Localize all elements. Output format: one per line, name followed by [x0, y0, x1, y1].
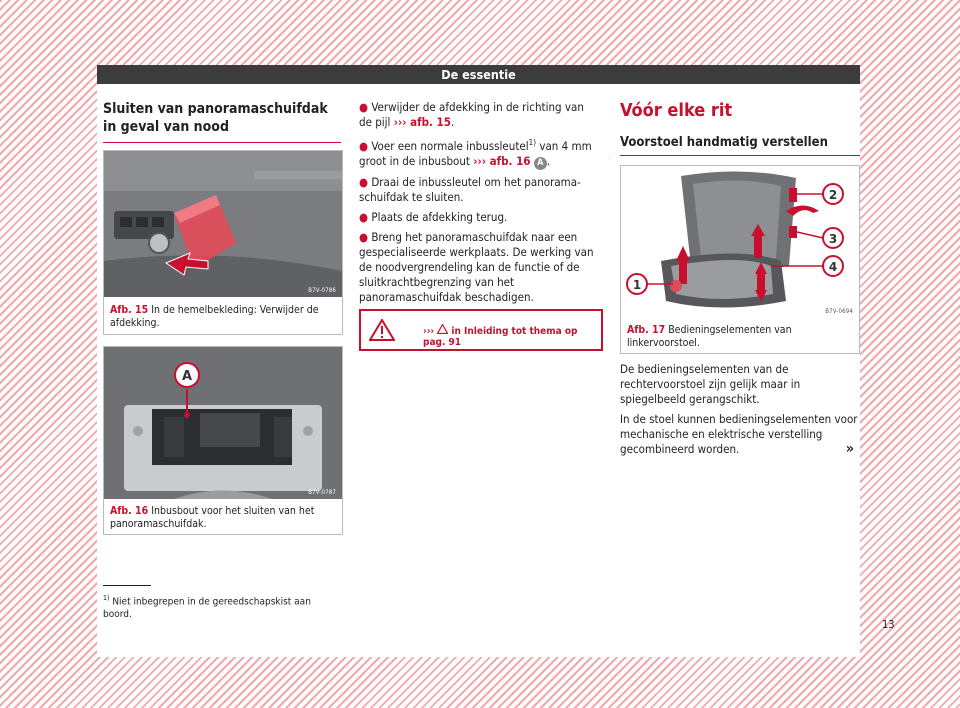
instruction-list: ● Verwijder de afdekking in de richting …	[359, 100, 599, 310]
list-item: ● Breng het panoramaschuifdak naar een g…	[359, 229, 594, 304]
bullet-icon: ●	[359, 100, 369, 114]
figure-caption-text: Bedieningselementen van linkervoorstoel.	[627, 324, 792, 349]
hex-bolt-illustration: A	[104, 347, 342, 499]
figure-15: B7V-0786 Afb. 15 In de hemelbekleding: V…	[103, 150, 343, 335]
figure-link[interactable]: ››› afb. 15	[393, 115, 451, 129]
figure-16: A B7V-0787 Afb. 16 Inbusbout voor het sl…	[103, 346, 343, 535]
figure-link[interactable]: ››› afb. 16	[473, 153, 531, 168]
subtitle-rule	[620, 155, 860, 156]
figure-17-caption: Afb. 17 Bedieningselementen van linkervo…	[627, 324, 853, 350]
svg-text:1: 1	[633, 278, 641, 292]
marker-2	[822, 183, 844, 205]
section-subtitle: Voorstoel handmatig verstellen	[620, 135, 828, 150]
marker-A-icon: A	[533, 156, 547, 170]
continue-icon: »	[845, 441, 854, 457]
paragraph: In de stoel kunnen bedieningselementen v…	[620, 412, 858, 456]
footnote-rule	[103, 585, 151, 586]
headliner-illustration	[104, 151, 342, 297]
image-code: B7V-0694	[825, 308, 853, 315]
warning-link[interactable]: ››› in Inleiding tot thema op pag. 91	[423, 323, 578, 348]
figure-17-image: 1 2 3 4 B7V-0694	[621, 166, 859, 318]
list-item: ● Verwijder de afdekking in de richting …	[359, 100, 584, 129]
page-header: De essentie	[97, 65, 860, 84]
figure-label: Afb. 16	[110, 505, 149, 517]
image-code: B7V-0786	[308, 287, 336, 294]
figure-16-caption: Afb. 16 Inbusbout voor het sluiten van h…	[110, 505, 336, 531]
chapter-title: Vóór elke rit	[620, 100, 733, 121]
image-code: B7V-0787	[308, 489, 336, 496]
seat-illustration: 1 2 3 4	[621, 166, 859, 318]
marker-4	[822, 255, 844, 277]
warning-box: ››› in Inleiding tot thema op pag. 91	[359, 309, 603, 351]
section-title: Sluiten van panoramaschuifdak in geval v…	[103, 101, 328, 135]
figure-15-caption: Afb. 15 In de hemelbekleding: Verwijder …	[110, 304, 336, 330]
paragraph: De bedieningselementen van de rechtervoo…	[620, 362, 801, 406]
bullet-icon: ●	[359, 138, 369, 153]
warning-small-icon	[436, 323, 449, 335]
bullet-icon: ●	[359, 209, 369, 224]
footnote-ref: 1)	[528, 138, 537, 147]
figure-15-image: B7V-0786	[104, 151, 342, 297]
page-number: 13	[882, 618, 895, 631]
bullet-icon: ●	[359, 174, 369, 189]
figure-label: Afb. 17	[627, 324, 666, 336]
marker-A: A	[182, 369, 192, 384]
list-item: ● Voer een normale inbussleutel1) van 4 …	[359, 138, 592, 170]
svg-text:3: 3	[829, 232, 837, 246]
figure-caption-text: In de hemelbekleding: Verwijder de afdek…	[110, 304, 319, 329]
figure-17: 1 2 3 4 B7V-0694 Afb. 17 Bedieningseleme…	[620, 165, 860, 354]
footnote-text: Niet inbegrepen in de gereedschapskist a…	[103, 596, 311, 621]
marker-1	[626, 273, 648, 295]
footnote: 1) Niet inbegrepen in de gereedschapskis…	[103, 592, 333, 621]
body-text: De bedieningselementen van de rechtervoo…	[620, 362, 858, 462]
figure-caption-text: Inbusbout voor het sluiten van het panor…	[110, 505, 315, 530]
svg-text:4: 4	[829, 260, 837, 274]
bullet-icon: ●	[359, 229, 369, 244]
section-title-rule	[103, 142, 341, 143]
marker-3	[822, 227, 844, 249]
svg-text:2: 2	[829, 188, 837, 202]
figure-label: Afb. 15	[110, 304, 149, 316]
list-item: ● Draai de inbussleutel om het panorama-…	[359, 174, 581, 204]
list-item: ● Plaats de afdekking terug.	[359, 209, 508, 224]
figure-16-image: A B7V-0787	[104, 347, 342, 499]
warning-triangle-icon	[369, 319, 395, 341]
footnote-mark: 1)	[103, 594, 110, 602]
